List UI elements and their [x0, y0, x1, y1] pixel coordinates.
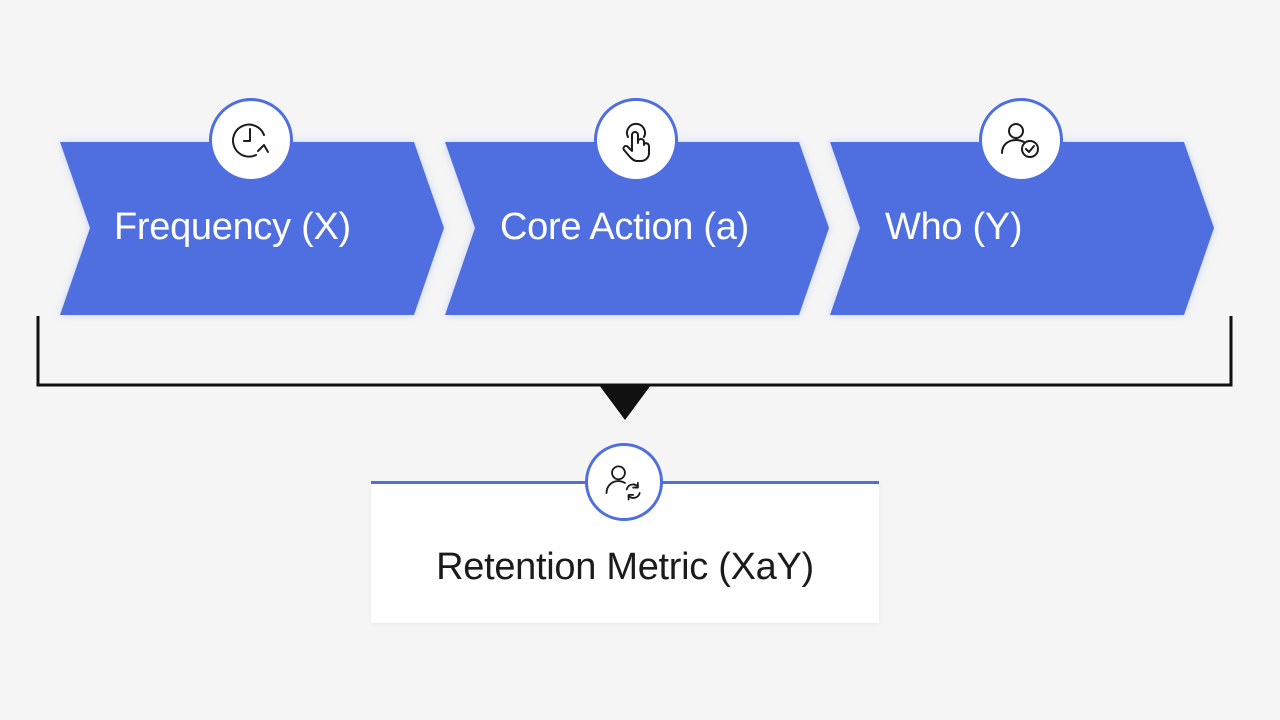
user-check-icon: [1001, 123, 1039, 158]
clock-refresh-icon: [232, 123, 269, 158]
chevron-frequency: [60, 142, 444, 315]
step-label-core-action: Core Action (a): [500, 206, 749, 248]
badge-result: [585, 443, 663, 521]
down-arrow-icon: [599, 385, 651, 420]
step-label-frequency: Frequency (X): [114, 206, 351, 248]
badge-who: [979, 98, 1063, 182]
tap-hand-icon: [622, 122, 650, 162]
result-label: Retention Metric (XaY): [436, 546, 814, 588]
chevron-who: [830, 142, 1214, 315]
chevron-core-action: [445, 142, 829, 315]
step-label-who: Who (Y): [885, 206, 1023, 248]
user-refresh-icon: [605, 465, 641, 501]
badge-core-action: [594, 98, 678, 182]
badge-frequency: [209, 98, 293, 182]
